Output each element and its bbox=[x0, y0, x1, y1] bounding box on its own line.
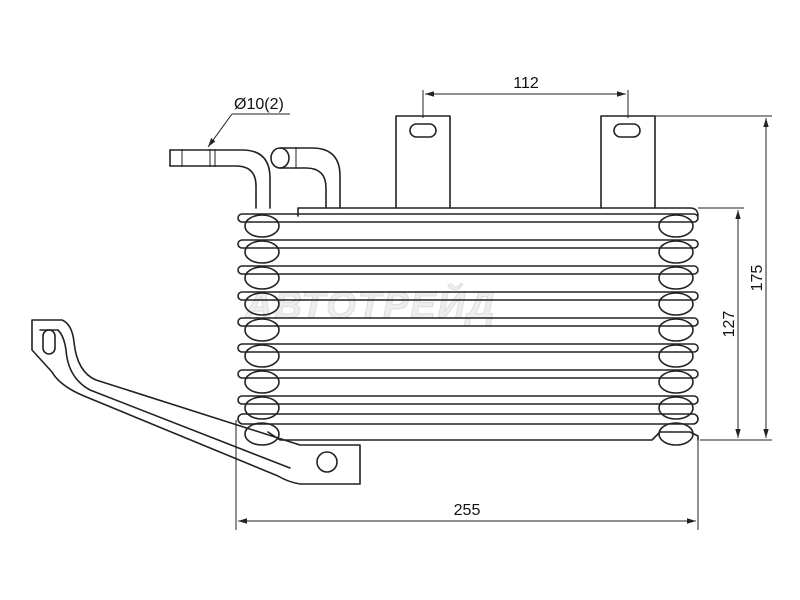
top-bracket-left bbox=[395, 115, 451, 209]
outlet-tube-right bbox=[270, 147, 341, 209]
cooler-plate bbox=[237, 343, 699, 353]
coil-segment bbox=[658, 396, 694, 420]
cooler-plate bbox=[237, 213, 699, 223]
dimension-total-height: 175 bbox=[655, 115, 772, 441]
cooler-plate bbox=[237, 265, 699, 275]
coil-segment bbox=[244, 318, 280, 342]
dimension-width-label: 255 bbox=[454, 502, 481, 519]
coil-segment bbox=[244, 266, 280, 290]
coil-segment bbox=[658, 214, 694, 238]
coil-segment bbox=[244, 292, 280, 316]
left-tank-coil bbox=[244, 214, 280, 446]
dimension-spacing-label: 112 bbox=[513, 75, 539, 92]
cooler-plate bbox=[237, 239, 699, 249]
dimension-width: 255 bbox=[235, 420, 699, 530]
coil-segment bbox=[244, 240, 280, 264]
cooler-plate bbox=[237, 317, 699, 327]
top-plate bbox=[297, 207, 699, 217]
dimension-core-height: 127 bbox=[698, 207, 744, 441]
coil-segment bbox=[658, 344, 694, 368]
coil-segment bbox=[658, 422, 694, 446]
coil-segment bbox=[658, 240, 694, 264]
dimension-spacing: 112 bbox=[422, 75, 629, 118]
coil-segment bbox=[244, 422, 280, 446]
cooler-plate bbox=[237, 413, 699, 425]
right-tank-coil bbox=[658, 214, 694, 446]
coil-segment bbox=[244, 214, 280, 238]
lower-support-bracket bbox=[31, 319, 361, 485]
dimension-tube-diameter: Ø10(2) bbox=[207, 96, 290, 148]
dimension-core-height-label: 127 bbox=[721, 311, 738, 338]
coil-segment bbox=[244, 344, 280, 368]
inlet-tube-left bbox=[169, 149, 271, 209]
cooler-plate bbox=[237, 395, 699, 405]
dimension-total-height-label: 175 bbox=[749, 265, 766, 292]
coil-segment bbox=[244, 396, 280, 420]
coil-segment bbox=[658, 266, 694, 290]
watermark-text: АВТОТРЕЙД bbox=[244, 282, 496, 327]
cooler-plate bbox=[237, 291, 699, 301]
coil-segment bbox=[658, 318, 694, 342]
cooler-plates bbox=[237, 213, 699, 425]
dimension-tube-diameter-label: Ø10(2) bbox=[234, 96, 284, 113]
coil-segment bbox=[244, 370, 280, 394]
bottom-plate bbox=[267, 431, 699, 441]
coil-segment bbox=[658, 370, 694, 394]
top-bracket-right bbox=[600, 115, 656, 209]
cooler-plate bbox=[237, 369, 699, 379]
coil-segment bbox=[658, 292, 694, 316]
